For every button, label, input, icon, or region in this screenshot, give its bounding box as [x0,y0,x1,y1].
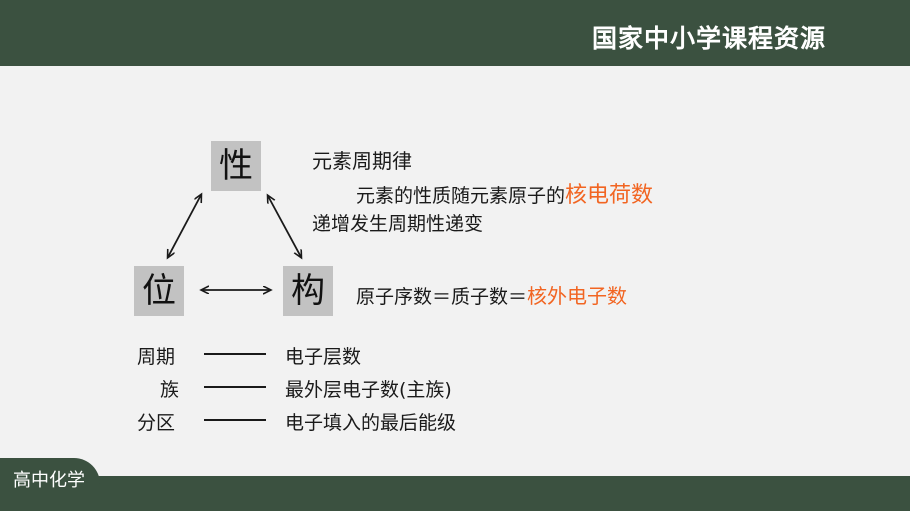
relation-term: 周期 [137,346,176,368]
structure-box: 构 [283,266,333,316]
relation-term: 分区 [137,412,176,434]
footer-bar [0,476,910,511]
position-box: 位 [134,266,184,316]
equation-text: 原子序数＝质子数＝ [356,286,528,308]
arrow-property-position [168,195,201,257]
equation: 原子序数＝质子数＝核外电子数 [356,280,627,309]
relation-desc: 电子层数 [285,346,362,368]
relation-term: 族 [160,379,180,401]
law-line-2: 递增发生周期性递变 [312,213,484,235]
arrow-property-structure [268,196,301,257]
equation-highlight: 核外电子数 [527,284,628,308]
law-line-1: 元素的性质随元素原子的核电荷数 [356,177,653,209]
footer-tab [0,458,100,511]
relation-desc: 最外层电子数(主族) [285,379,452,401]
subject-label: 高中化学 [13,470,85,491]
law-title: 元素周期律 [312,149,412,173]
law-line-1-text: 元素的性质随元素原子的 [356,185,566,207]
law-highlight: 核电荷数 [565,183,654,208]
relation-dash [204,419,266,421]
header-bar: 国家中小学课程资源 [0,0,910,66]
relation-dash [204,386,266,388]
relation-desc: 电子填入的最后能级 [285,412,457,434]
relation-dash [204,353,266,355]
property-box: 性 [211,141,261,191]
brand-logo-text: 国家中小学课程资源 [591,24,826,53]
